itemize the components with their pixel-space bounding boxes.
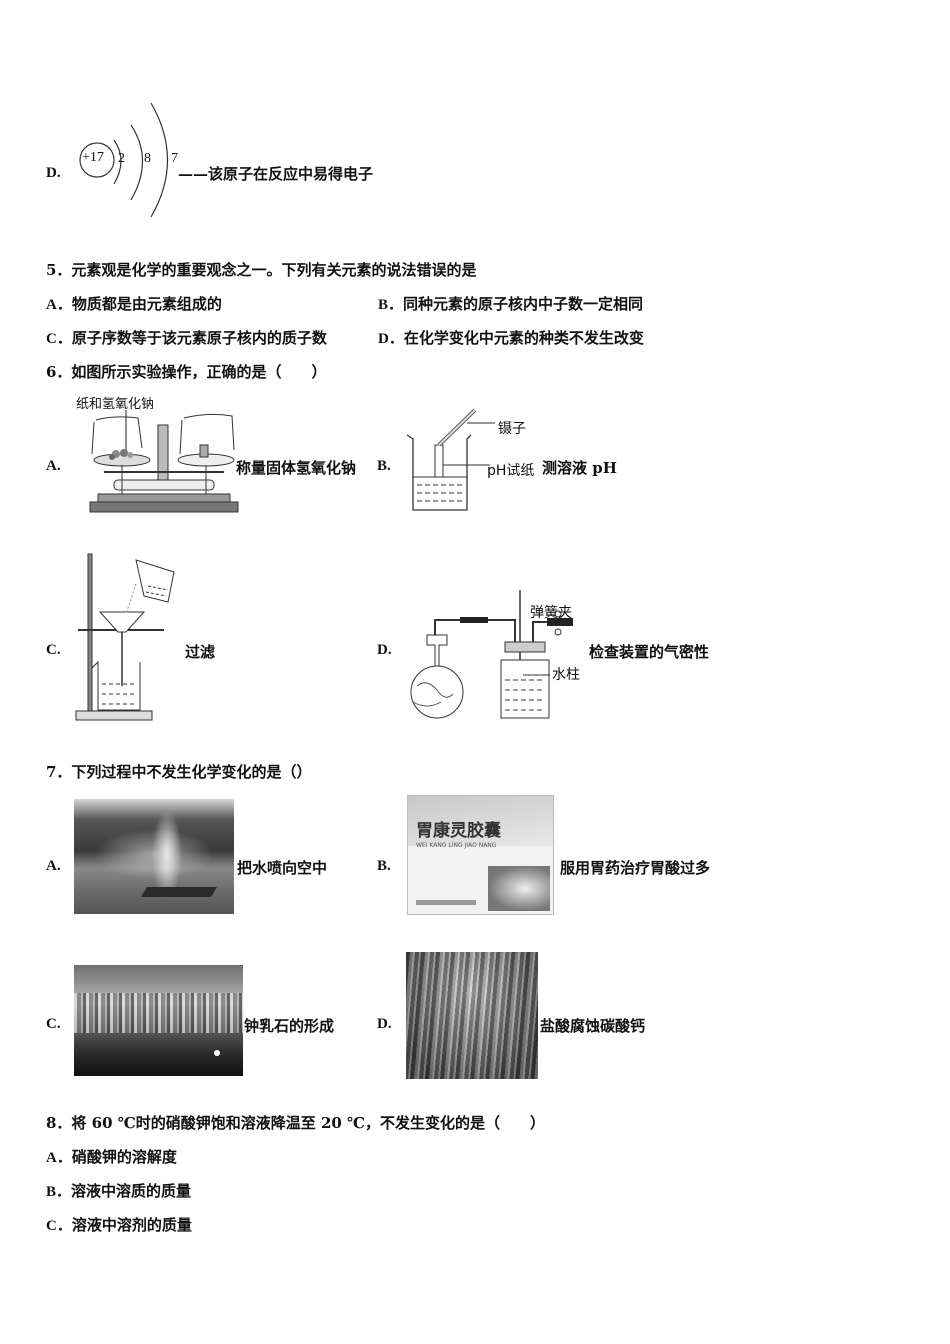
beaker-ph-paper-icon — [406, 408, 495, 511]
medicine-box-photo: 胃康灵胶囊 WEI KANG LING JIAO NANG — [407, 795, 554, 915]
q8-option-b: B．溶液中溶质的质量 — [46, 1182, 192, 1200]
atom-structure-diagram: +17 2 8 7 — [76, 100, 186, 220]
q8-stem: 8．将 60 ℃时的硝酸钾饱和溶液降温至 20 ℃，不发生变化的是（ ） — [46, 1114, 546, 1132]
q4-option-d-text: ——该原子在反应中易得电子 — [178, 165, 374, 183]
q8-option-a: A．硝酸钾的溶解度 — [46, 1148, 177, 1166]
limestone-cave-photo — [406, 952, 538, 1079]
q6-b-ph-paper-label: pH试纸 — [487, 463, 535, 479]
q5-option-d: D．在化学变化中元素的种类不发生改变 — [378, 329, 644, 347]
nucleus-charge: +17 — [82, 150, 104, 165]
fountain-photo — [74, 799, 234, 914]
q7-option-a-caption: 把水喷向空中 — [237, 859, 328, 877]
q6-option-b-caption: 测溶液 pH — [542, 459, 617, 477]
shell-2-count: 8 — [144, 151, 151, 166]
q5-stem: 5．元素观是化学的重要观念之一。下列有关元素的说法错误的是 — [46, 261, 477, 279]
q6-b-tweezers-label: 镊子 — [498, 421, 526, 437]
medicine-box-title: 胃康灵胶囊 — [416, 821, 501, 841]
filtration-apparatus-icon — [75, 553, 175, 721]
q6-stem: 6．如图所示实验操作，正确的是（ ） — [46, 363, 327, 381]
medicine-box-pinyin: WEI KANG LING JIAO NANG — [416, 842, 497, 849]
q6-option-a-caption: 称量固体氢氧化钠 — [236, 459, 357, 477]
stalactite-cave-photo — [74, 965, 243, 1076]
q6-a-figure-label: 纸和氢氧化钠 — [76, 397, 155, 412]
q5-option-c: C．原子序数等于该元素原子核内的质子数 — [46, 329, 327, 347]
q6-option-d-label: D. — [377, 642, 392, 658]
q6-option-d-caption: 检查装置的气密性 — [589, 643, 710, 661]
q7-option-a-label: A. — [46, 858, 61, 874]
q6-option-a-label: A. — [46, 458, 61, 474]
q7-option-b-label: B. — [377, 858, 391, 874]
q6-d-water-column-label: 水柱 — [552, 667, 580, 683]
q4-option-d-label: D. — [46, 165, 61, 181]
q7-option-d-label: D. — [377, 1016, 392, 1032]
q7-option-d-caption: 盐酸腐蚀碳酸钙 — [540, 1017, 646, 1035]
q5-option-a: A．物质都是由元素组成的 — [46, 295, 222, 313]
q6-option-b-label: B. — [377, 458, 391, 474]
q7-option-c-label: C. — [46, 1016, 61, 1032]
q5-option-b: B．同种元素的原子核内中子数一定相同 — [378, 295, 644, 313]
shell-1-count: 2 — [118, 151, 125, 166]
q6-option-c-caption: 过滤 — [185, 643, 216, 661]
q6-option-c-label: C. — [46, 642, 61, 658]
shell-3-count: 7 — [171, 151, 178, 166]
airtightness-check-apparatus-icon — [410, 590, 573, 719]
q8-option-c: C．溶液中溶剂的质量 — [46, 1216, 192, 1234]
q7-stem: 7．下列过程中不发生化学变化的是（） — [46, 763, 312, 781]
electron-shell-arcs-icon — [79, 102, 169, 218]
balance-scale-icon — [89, 410, 239, 513]
q7-option-b-caption: 服用胃药治疗胃酸过多 — [560, 859, 711, 877]
q6-d-clamp-label: 弹簧夹 — [530, 605, 572, 621]
q7-option-c-caption: 钟乳石的形成 — [244, 1017, 335, 1035]
